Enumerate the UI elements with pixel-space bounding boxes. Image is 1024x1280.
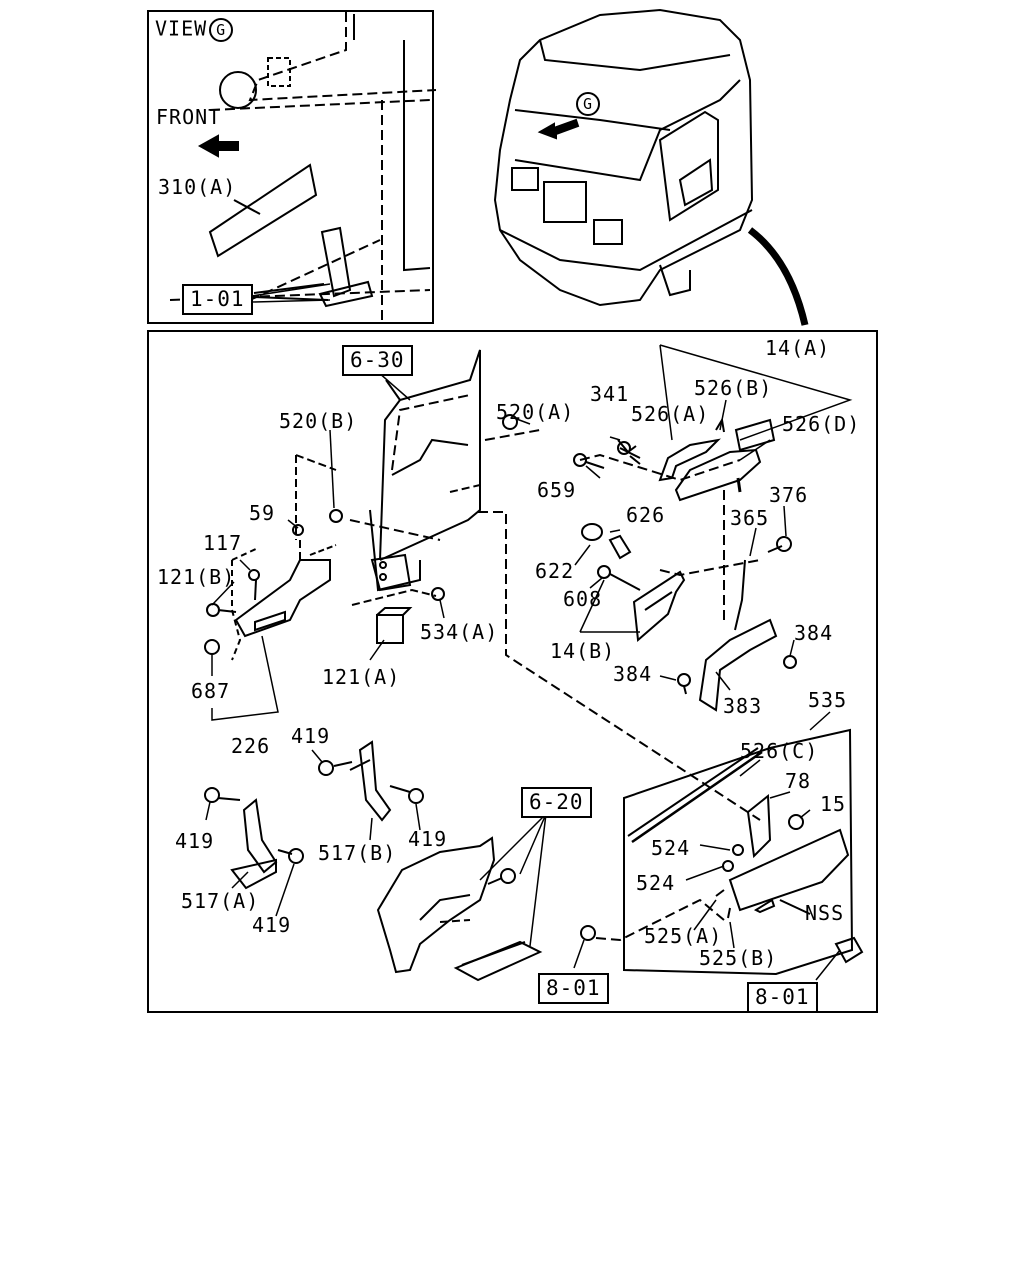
part-label-384-right: 384: [794, 621, 834, 645]
front-label: FRONT: [156, 105, 222, 129]
part-label-419-left: 419: [175, 829, 215, 853]
cab-view-g-marker: G: [582, 95, 594, 113]
part-label-520a: 520(A): [496, 400, 575, 424]
ref-8-01-a[interactable]: 8-01: [538, 973, 609, 1004]
part-label-622: 622: [535, 559, 575, 583]
part-label-376: 376: [769, 483, 809, 507]
main-art: [204, 283, 864, 982]
view-g-marker: G: [209, 18, 234, 42]
part-label-608: 608: [563, 587, 603, 611]
ref-6-20[interactable]: 6-20: [521, 787, 592, 818]
part-310a-label: 310(A): [158, 175, 237, 199]
part-label-526a: 526(A): [631, 402, 710, 426]
ref-8-01-b[interactable]: 8-01: [747, 982, 818, 1013]
part-label-419-bottom: 419: [252, 913, 292, 937]
ref-6-30[interactable]: 6-30: [342, 345, 413, 376]
part-label-687: 687: [191, 679, 231, 703]
part-label-525a: 525(A): [644, 924, 723, 948]
part-label-14b: 14(B): [550, 639, 616, 663]
cab-art: [493, 8, 809, 326]
part-label-341: 341: [590, 382, 630, 406]
part-label-59: 59: [249, 501, 276, 525]
part-label-365: 365: [730, 506, 770, 530]
part-label-121b: 121(B): [157, 565, 236, 589]
part-label-78: 78: [785, 769, 812, 793]
part-label-520b: 520(B): [279, 409, 358, 433]
part-label-384-left: 384: [613, 662, 653, 686]
part-label-534a: 534(A): [420, 620, 499, 644]
part-label-14a: 14(A): [765, 336, 831, 360]
ref-1-01[interactable]: 1-01: [182, 284, 253, 315]
part-label-535: 535: [808, 688, 848, 712]
part-label-15: 15: [820, 792, 847, 816]
part-label-383: 383: [723, 694, 763, 718]
part-label-517b: 517(B): [318, 841, 397, 865]
part-label-226: 226: [231, 734, 271, 758]
part-label-626: 626: [626, 503, 666, 527]
part-label-524-lower: 524: [636, 871, 676, 895]
part-label-117: 117: [203, 531, 243, 555]
part-label-526d: 526(D): [782, 412, 861, 436]
part-label-419-mid: 419: [408, 827, 448, 851]
part-label-121a: 121(A): [322, 665, 401, 689]
part-label-526c: 526(C): [740, 739, 819, 763]
view-g-inset: [147, 10, 434, 324]
part-label-525b: 525(B): [699, 946, 778, 970]
part-label-517a: 517(A): [181, 889, 260, 913]
inset-art: [169, 12, 437, 320]
part-label-659: 659: [537, 478, 577, 502]
part-label-419-top: 419: [291, 724, 331, 748]
part-label-526b: 526(B): [694, 376, 773, 400]
parts-diagram-frame: [147, 330, 878, 1013]
part-label-nss: NSS: [805, 901, 845, 925]
part-label-524-upper: 524: [651, 836, 691, 860]
